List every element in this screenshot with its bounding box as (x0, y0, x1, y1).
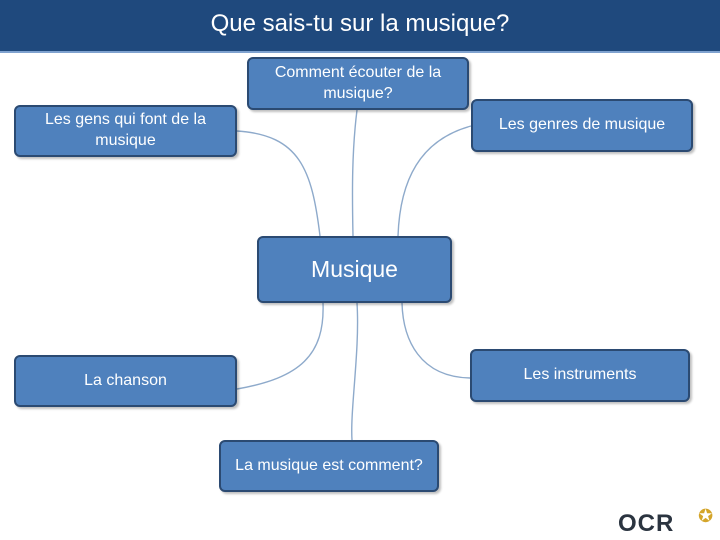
node-people: Les gens qui font de la musique (14, 105, 237, 157)
node-center: Musique (257, 236, 452, 303)
title-divider (0, 51, 720, 53)
connector-describe (351, 302, 359, 441)
star-icon: ✪ (698, 506, 714, 526)
slide-title: Que sais-tu sur la musique? (210, 10, 510, 37)
connector-listen (351, 109, 358, 237)
node-describe: La musique est comment? (219, 440, 439, 492)
node-listen: Comment écouter de la musique? (247, 57, 469, 110)
connector-people (236, 130, 321, 237)
node-instruments: Les instruments (470, 349, 690, 402)
node-song: La chanson (14, 355, 237, 407)
connector-instruments (401, 302, 471, 379)
node-genres: Les genres de musique (471, 99, 693, 152)
title-bar: Que sais-tu sur la musique? (0, 0, 720, 53)
logo-text: OCR (618, 510, 675, 537)
connector-song (236, 302, 324, 390)
ocr-logo: OCR ✪ (612, 506, 720, 540)
connector-genres (397, 125, 472, 237)
